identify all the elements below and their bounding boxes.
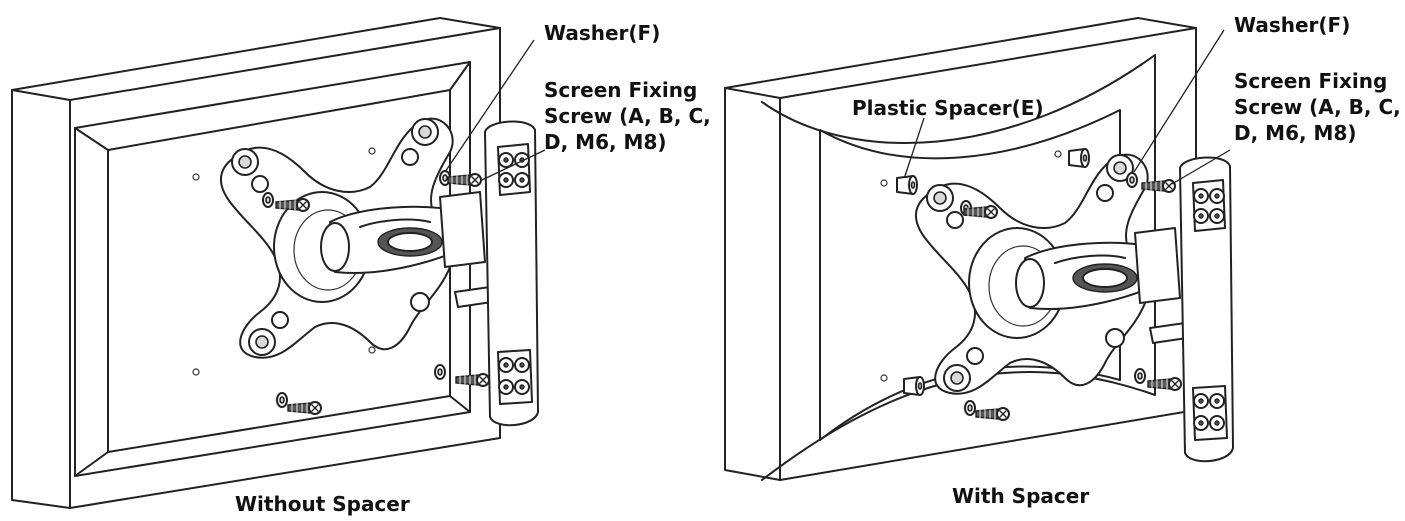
spacer-leader (904, 117, 925, 177)
screw-label-left-line2: Screw (A, B, C, (544, 104, 711, 128)
monitor-frame-without-spacer (11, 17, 501, 509)
washer-leader-left (444, 39, 535, 173)
screw-label-left-line3: D, M6, M8) (544, 130, 667, 154)
screw-label-right-line3: D, M6, M8) (1234, 121, 1357, 145)
spacer-icon (896, 175, 918, 195)
screw-label-left-line1: Screen Fixing (544, 78, 698, 102)
screw-leader-right (1171, 149, 1231, 185)
caption-with-spacer: With Spacer (952, 484, 1090, 508)
screw-label-right-line2: Screw (A, B, C, (1234, 95, 1401, 119)
plastic-spacer-label: Plastic Spacer(E) (852, 96, 1044, 120)
screw-label-right-line1: Screen Fixing (1234, 69, 1388, 93)
screw-leader-left (481, 149, 546, 181)
screw-hole-markers-left (192, 147, 376, 376)
washer-leader-right (1133, 29, 1225, 173)
washer-label-right: Washer(F) (1234, 13, 1351, 37)
caption-without-spacer: Without Spacer (235, 492, 410, 516)
washer-label-left: Washer(F) (544, 21, 661, 45)
screw-hole-markers-right (880, 150, 1062, 382)
